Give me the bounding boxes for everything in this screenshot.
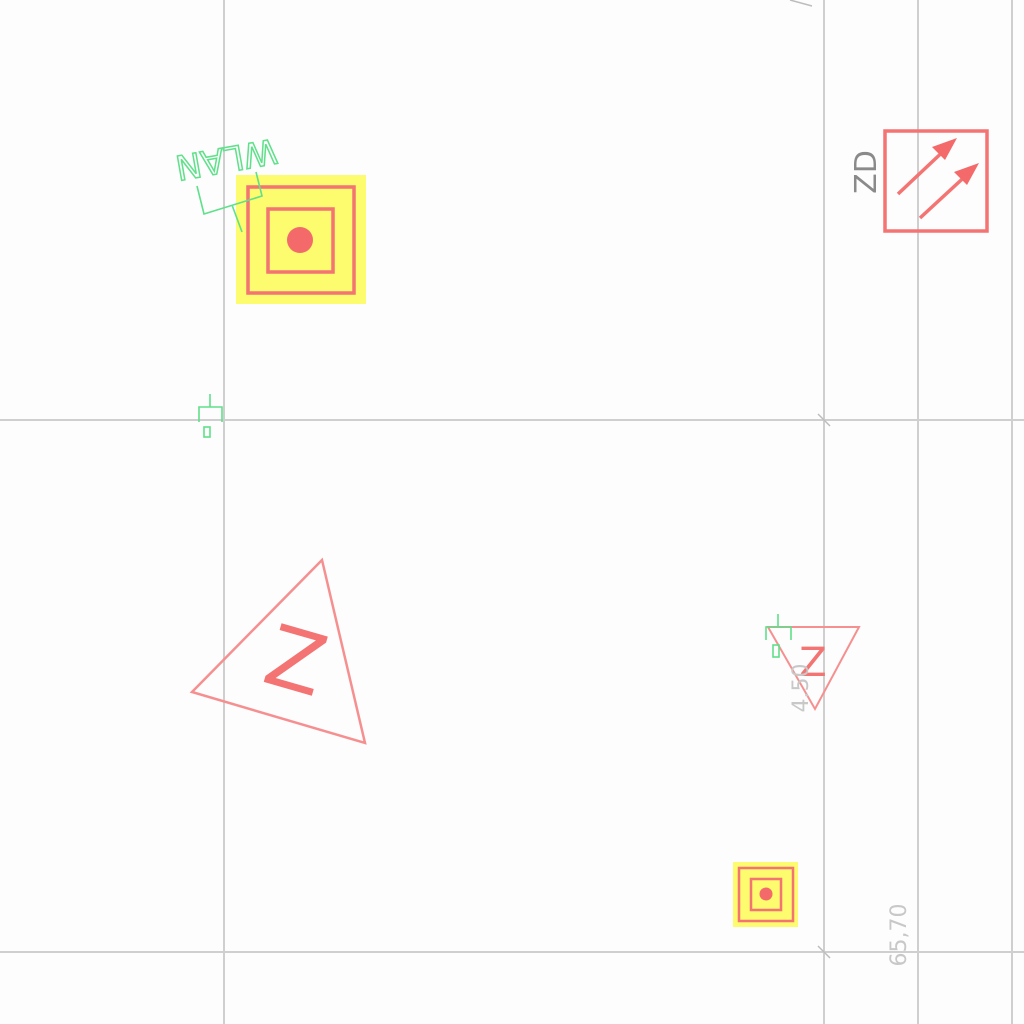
ceiling-outlet-icon <box>236 175 366 304</box>
triangle-outline <box>766 626 861 712</box>
outlet-center-dot <box>287 227 313 253</box>
outlet-center-dot <box>759 887 773 901</box>
triangle-z-label: Z <box>799 640 826 686</box>
dimension-label: 65,70 <box>887 904 912 967</box>
triangle-z-icon: Z <box>766 626 861 712</box>
outlet-inner-square <box>749 877 783 912</box>
zd-label: ZD <box>849 150 884 194</box>
connector-marker <box>765 614 792 658</box>
triangle-z-label: Z <box>255 606 337 716</box>
outlet-inner-square <box>266 207 335 274</box>
double-arrow-box-icon <box>883 129 989 233</box>
outlet-outer-square <box>737 866 795 923</box>
triangle-z-icon: Z <box>189 557 367 745</box>
ceiling-outlet-icon <box>733 862 798 927</box>
outlet-outer-square <box>246 185 356 295</box>
triangle-outline <box>189 557 367 745</box>
dimension-tick <box>817 413 831 427</box>
dimension-tick <box>789 0 813 7</box>
wlan-leader <box>196 171 263 216</box>
connector-marker <box>198 394 223 438</box>
dimension-tick <box>817 945 831 959</box>
dimension-label: 4.50 <box>789 664 814 713</box>
wlan-leader-tail <box>231 204 243 233</box>
zd-box <box>883 129 989 233</box>
